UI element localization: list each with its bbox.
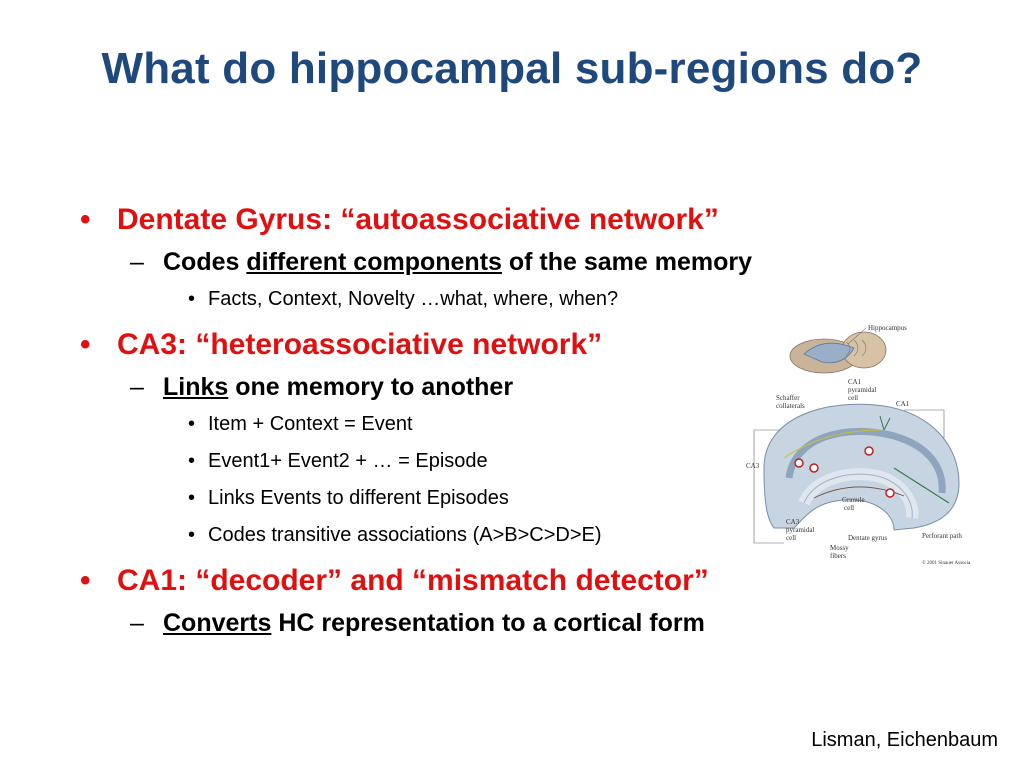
bullet-dot-icon: • [188,524,196,546]
bullet-heading: Dentate Gyrus: “autoassociative network” [117,203,719,236]
citation-credit: Lisman, Eichenbaum [811,729,998,751]
bullet-ca1: • CA1: “decoder” and “mismatch detector” [80,561,780,605]
svg-text:cell: cell [786,534,796,542]
slide-title: What do hippocampal sub-regions do? [101,44,923,93]
dash-icon: – [130,373,144,401]
bullet-dot-icon: • [80,564,91,597]
svg-text:Granule: Granule [842,496,865,504]
sub-bullet: – Codes different components of the same… [130,244,780,282]
svg-text:© 2001 Sinauer Associa: © 2001 Sinauer Associa [922,560,971,566]
underlined-text: Links [163,373,229,401]
bullet-dot-icon: • [80,328,91,361]
bullet-dot-icon: • [188,413,196,435]
svg-text:Dentate gyrus: Dentate gyrus [848,534,887,542]
hippocampal-slice [763,403,960,531]
svg-text:Perforant path: Perforant path [922,532,962,540]
bullet-list: • Dentate Gyrus: “autoassociative networ… [80,194,780,643]
svg-text:CA1: CA1 [896,400,910,408]
svg-text:Mossy: Mossy [830,544,849,552]
sub-bullet: – Converts HC representation to a cortic… [130,605,780,643]
underlined-text: different components [246,248,502,276]
bullet-dentate-gyrus: • Dentate Gyrus: “autoassociative networ… [80,200,780,244]
label-hippocampus: Hippocampus [868,324,907,332]
sub-sub-bullet: • Codes transitive associations (A>B>C>D… [188,518,780,555]
hippocampus-diagram: Hippocampus CA1 pyramidal cell Schaffer … [746,324,971,566]
sub-sub-bullet: • Event1+ Event2 + … = Episode [188,444,780,481]
sub-sub-bullet: • Item + Context = Event [188,407,780,444]
sub-sub-bullet: • Links Events to different Episodes [188,481,780,518]
sub-bullet: – Links one memory to another [130,369,780,407]
bullet-ca3: • CA3: “heteroassociative network” [80,325,780,369]
dash-icon: – [130,609,144,637]
bullet-dot-icon: • [188,450,196,472]
bullet-heading: CA1: “decoder” and “mismatch detector” [117,564,709,597]
svg-text:pyramidal: pyramidal [848,386,876,394]
svg-text:Schaffer: Schaffer [776,394,800,402]
svg-text:pyramidal: pyramidal [786,526,814,534]
svg-text:cell: cell [844,504,854,512]
svg-text:CA3: CA3 [746,462,760,470]
bullet-dot-icon: • [188,487,196,509]
bullet-dot-icon: • [188,288,196,310]
sub-sub-bullet: • Facts, Context, Novelty …what, where, … [188,282,780,319]
svg-text:CA1: CA1 [848,378,862,386]
svg-text:collaterals: collaterals [776,402,805,410]
svg-text:CA3: CA3 [786,518,800,526]
underlined-text: Converts [163,609,272,637]
brain-illustration: Hippocampus [789,324,907,374]
bullet-dot-icon: • [80,203,91,236]
dash-icon: – [130,248,144,276]
bullet-heading: CA3: “heteroassociative network” [117,328,603,361]
svg-text:cell: cell [848,394,858,402]
svg-text:fibers: fibers [830,552,846,560]
